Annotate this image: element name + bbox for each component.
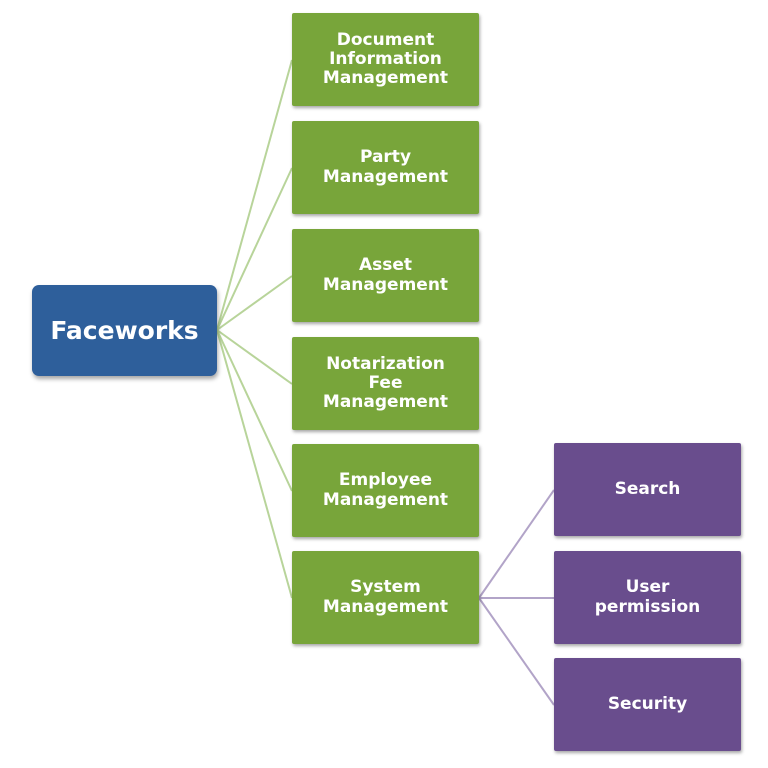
connector-faceworks-document-information [216,59,293,331]
submodule-search: Search [554,443,741,536]
module-document-information-management: Document Information Management [292,13,479,106]
connector-faceworks-system [216,329,293,599]
connector-system-search [478,489,555,599]
module-notarization-fee-management: Notarization Fee Management [292,337,479,430]
module-asset-management: Asset Management [292,229,479,322]
connector-system-security [478,597,555,706]
module-system-management: System Management [292,551,479,644]
submodule-user-permission: User permission [554,551,741,644]
submodule-security: Security [554,658,741,751]
connector-faceworks-employee [216,329,293,492]
root-node-faceworks: Faceworks [32,285,217,376]
module-party-management: Party Management [292,121,479,214]
connector-faceworks-notarization-fee [216,329,293,385]
connector-faceworks-party [216,167,293,331]
module-employee-management: Employee Management [292,444,479,537]
connector-faceworks-asset [216,275,293,331]
